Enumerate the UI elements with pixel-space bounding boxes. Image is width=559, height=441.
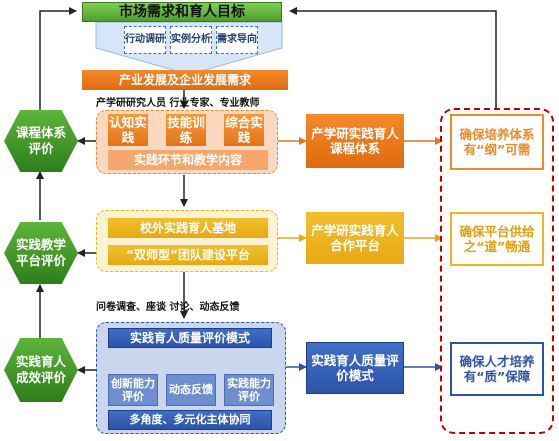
group1-bottom: 实践环节和教学内容	[108, 150, 268, 170]
group3-item: 动态反馈	[166, 374, 216, 406]
group3-title: 实践育人质量评价模式	[108, 328, 272, 348]
hex-label: 实践育人成效评价	[16, 354, 67, 385]
industry-demand-box: 产业发展及企业发展需求	[82, 70, 288, 90]
quality-goal-box: 确保人才培养有“质”保障	[450, 342, 544, 396]
group3-item: 实践能力评价	[224, 374, 274, 406]
hex-label: 实践教学平台评价	[15, 237, 66, 268]
group3-item: 创新能力评价	[108, 374, 158, 406]
market-demand-box: 市场需求和育人目标	[82, 2, 282, 22]
quality-result-box: 实践育人质量评价模式	[306, 342, 404, 394]
goals-region	[440, 108, 554, 434]
curriculum-result-box: 产学研实践育人课程体系	[306, 114, 404, 168]
group2-item: 校外实践育人基地	[108, 218, 268, 238]
group1-item: 综合实践	[224, 114, 264, 146]
group2-item: “双师型”团队建设平台	[108, 245, 268, 265]
method-item: 需求导向	[216, 26, 258, 54]
hex-curriculum-evaluation: 课程体系评价	[4, 110, 78, 172]
feedback-label: 问卷调查、座谈 讨论、动态反馈	[96, 302, 240, 313]
arrow-goal-to-top	[289, 7, 497, 108]
arrow-hex1-to-top	[39, 7, 77, 110]
platform-result-box: 产学研实践育人合作平台	[306, 212, 404, 264]
hex-platform-evaluation: 实践教学平台评价	[4, 222, 78, 284]
hex-label: 课程体系评价	[16, 125, 67, 156]
hex-outcome-evaluation: 实践育人成效评价	[4, 338, 78, 402]
group3-bottom: 多角度、多元化主体协同	[108, 410, 272, 430]
method-item: 实例分析	[170, 26, 212, 54]
method-item: 行动调研	[124, 26, 166, 54]
curriculum-goal-box: 确保培养体系有“纲”可需	[450, 114, 544, 170]
platform-goal-box: 确保平台供给之“道”畅通	[450, 212, 544, 266]
group1-item: 技能训练	[166, 114, 206, 146]
participants-label: 产学研研究人员 行业专家、专业教师	[96, 98, 260, 109]
group1-item: 认知实践	[108, 114, 148, 146]
